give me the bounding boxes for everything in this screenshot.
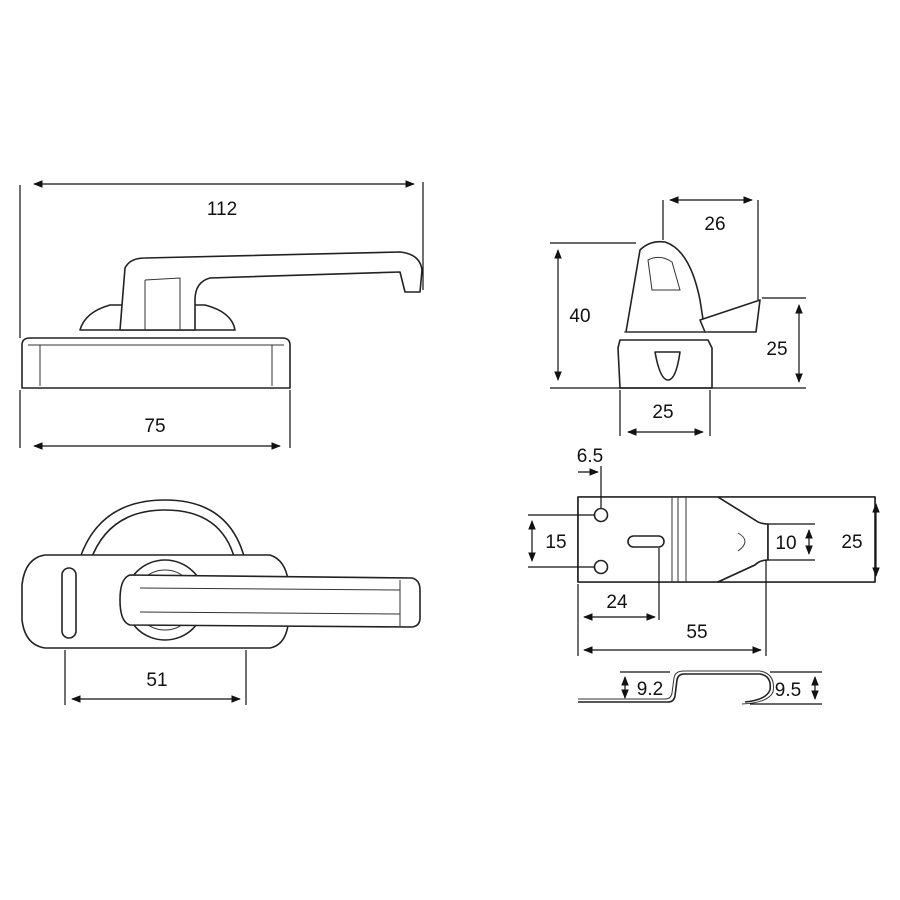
handle-side-view	[21, 251, 423, 389]
handle-top-view	[21, 499, 421, 649]
dim-label-112: 112	[207, 199, 237, 220]
dim-label-9.5: 9.5	[775, 680, 801, 701]
keeper-plate-top-view	[577, 496, 876, 583]
dim-label-10: 10	[775, 533, 796, 554]
dim-label-55: 55	[686, 622, 707, 643]
dim-label-40: 40	[569, 306, 590, 327]
dim-label-9.2: 9.2	[637, 679, 663, 700]
keeper-side-view	[617, 240, 761, 389]
keeper-plate-profile	[578, 670, 774, 705]
dim-label-24: 24	[606, 592, 628, 613]
dim-label-25-plate: 25	[841, 532, 862, 553]
dim-label-51: 51	[146, 670, 167, 691]
dim-label-75: 75	[144, 416, 165, 437]
dim-label-6.5: 6.5	[577, 446, 603, 467]
dim-label-25-base: 25	[652, 402, 673, 423]
dim-label-25-height: 25	[766, 339, 787, 360]
dim-label-26: 26	[704, 214, 725, 235]
dim-label-15: 15	[545, 532, 566, 553]
